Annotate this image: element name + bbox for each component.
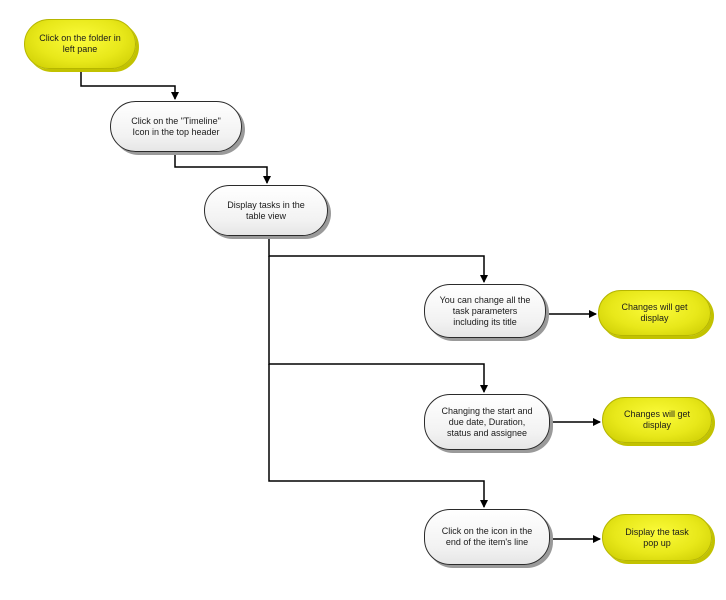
click-icon-step: Click on the icon in the end of the item… xyxy=(424,509,550,565)
result-node-1: Changes will get display xyxy=(598,290,711,336)
table-view-step-label: Display tasks in the table view xyxy=(227,199,305,221)
result-node-1-label: Changes will get display xyxy=(621,302,688,323)
connector-table-view-to-change-dates xyxy=(268,256,488,393)
connector-start-to-timeline xyxy=(80,69,179,100)
result-node-2: Changes will get display xyxy=(602,397,712,443)
connector-timeline-to-table-view xyxy=(174,152,271,184)
timeline-icon-step-label: Click on the "Timeline" Icon in the top … xyxy=(131,115,221,137)
change-dates-step: Changing the start and due date, Duratio… xyxy=(424,394,550,450)
click-icon-step-label: Click on the icon in the end of the item… xyxy=(441,526,533,547)
start-node: Click on the folder in left pane xyxy=(24,19,136,69)
change-dates-step-label: Changing the start and due date, Duratio… xyxy=(441,405,533,438)
result-node-3: Display the task pop up xyxy=(602,514,712,561)
result-node-2-label: Changes will get display xyxy=(623,409,691,430)
change-parameters-step: You can change all the task parameters i… xyxy=(424,284,546,338)
start-node-label: Click on the folder in left pane xyxy=(39,33,121,54)
result-node-3-label: Display the task pop up xyxy=(625,526,689,548)
change-parameters-step-label: You can change all the task parameters i… xyxy=(439,294,531,327)
connector-table-view-to-change-params xyxy=(268,236,488,283)
table-view-step: Display tasks in the table view xyxy=(204,185,328,236)
timeline-icon-step: Click on the "Timeline" Icon in the top … xyxy=(110,101,242,152)
connector-table-view-to-click-icon xyxy=(268,364,488,508)
